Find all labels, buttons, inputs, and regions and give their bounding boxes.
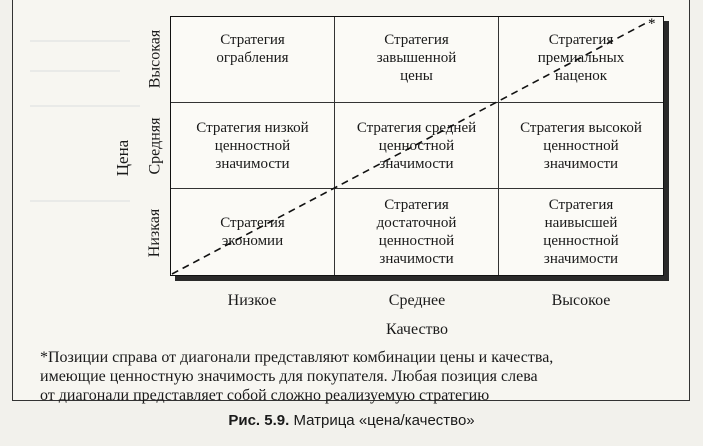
y-axis-label: Цена [113,139,132,177]
row-label-medium: Средняя [146,117,164,174]
row-label-high: Высокая [146,29,164,89]
cell-low-medium: Стратегия достаточной ценностной значимо… [335,189,499,275]
cell-medium-medium: Стратегия средней ценностной значимости [335,103,499,189]
cell-medium-low: Стратегия низкой ценностной значимости [171,103,335,189]
row-label-low: Низкая [146,208,163,257]
cell-high-medium: Стратегия завышенной цены [335,17,499,103]
footnote: *Позиции справа от диагонали представляю… [40,349,554,405]
column-label-medium: Среднее [388,292,446,309]
x-axis-label: Качество [385,321,448,338]
column-label-low: Низкое [227,292,277,309]
cell-high-high: Стратегия премиальных наценок [499,17,663,103]
cell-medium-high: Стратегия высокой ценностной значимости [499,103,663,189]
cell-low-low: Стратегия экономии [171,189,335,275]
cell-low-high: Стратегия наивысшей ценностной значимост… [543,197,619,267]
caption-label: Рис. 5.9. [228,412,290,429]
column-label-high: Высокое [551,292,611,309]
caption-text: Матрица «цена/качество» [289,412,475,429]
figure-caption: Рис. 5.9. Матрица «цена/качество» [0,412,703,429]
cell-high-low: Стратегия ограбления [171,17,335,103]
price-quality-matrix: Стратегия ограбления Стратегия завышенно… [170,16,664,276]
